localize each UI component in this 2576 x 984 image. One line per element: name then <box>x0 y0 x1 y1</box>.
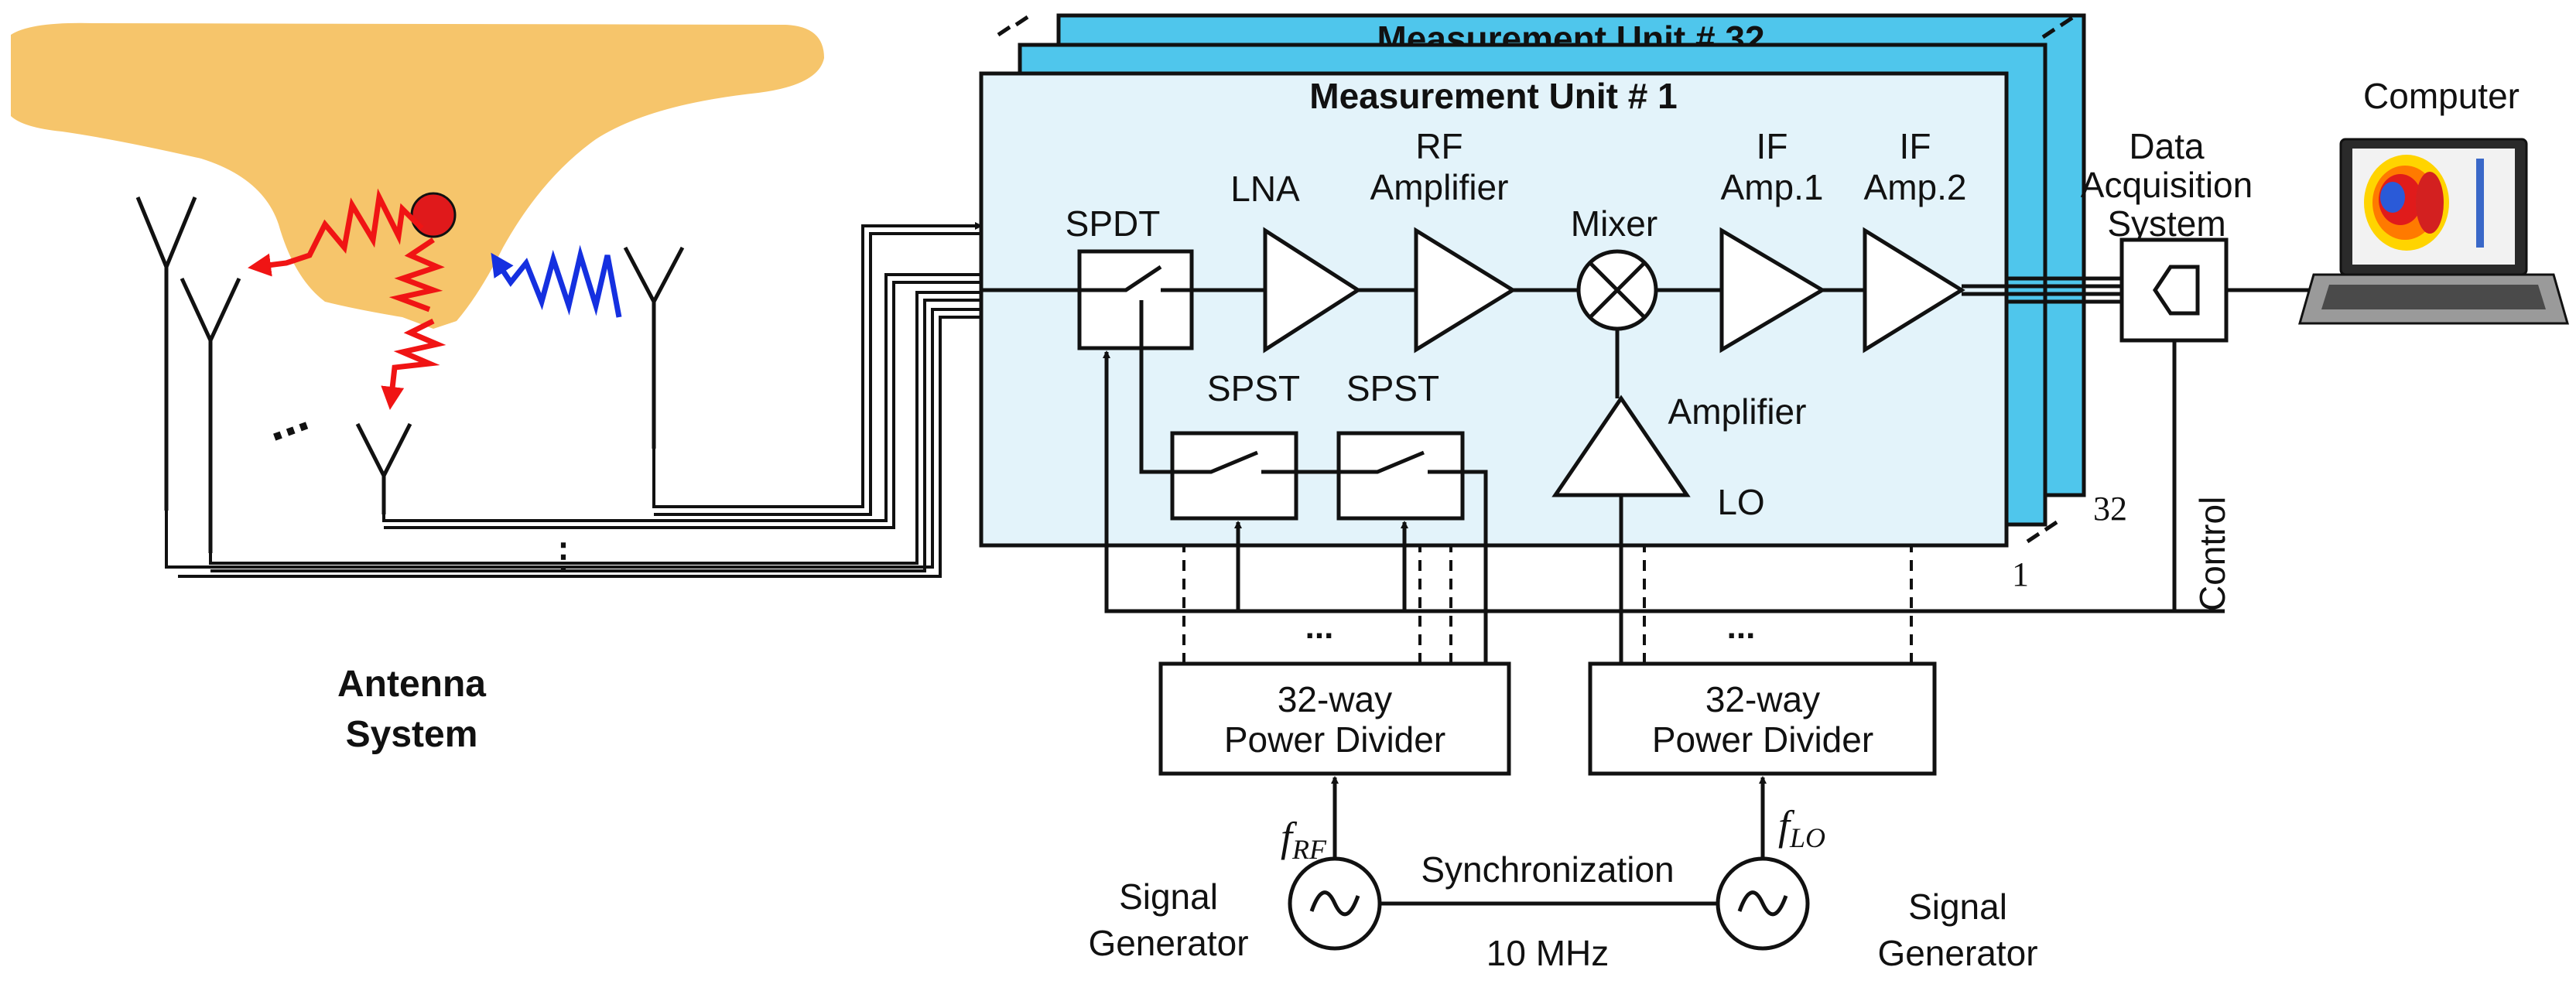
spdt-label: SPDT <box>1066 203 1161 244</box>
daq-label-1: Data <box>2129 126 2205 166</box>
f-lo-label: fLO <box>1778 802 1825 853</box>
scatter-wave-down <box>381 318 446 410</box>
mixer-icon <box>1576 249 1658 331</box>
lo-signal-generator: fLO Signal Generator <box>1716 802 2038 973</box>
antenna-system-label-2: System <box>346 714 478 755</box>
measurement-unit-stack: Measurement Unit # 32 Measurement Unit #… <box>979 13 2127 593</box>
spst-switch-icon <box>1170 431 1298 521</box>
lo-divider-ellipsis: ... <box>1727 608 1756 646</box>
spdt-switch-icon <box>1077 249 1194 350</box>
rf-generator-label-1: Signal <box>1119 876 1218 917</box>
rf-amp-label-2: Amplifier <box>1370 167 1509 207</box>
feed-ellipsis: ⋮ <box>546 536 581 576</box>
daq-label-3: System <box>2107 203 2225 244</box>
if-amp2-label-1: IF <box>1900 126 1931 166</box>
lo-generator-label-1: Signal <box>1908 887 2007 927</box>
computer-label: Computer <box>2363 76 2520 116</box>
computer: Computer <box>2298 76 2569 325</box>
rf-signal-generator: fRF Signal Generator <box>1088 814 1382 963</box>
lna-amplifier-icon <box>1263 227 1362 354</box>
if-amp1-label-2: Amp.1 <box>1721 167 1824 207</box>
incident-wave <box>491 244 622 318</box>
lo-divider-label-2: Power Divider <box>1652 719 1873 760</box>
if-amp1-icon <box>1719 227 1826 354</box>
stack-count-32: 32 <box>2093 490 2127 528</box>
control-label: Control <box>2192 497 2232 611</box>
scatter-wave-left <box>248 188 424 277</box>
antenna-icon <box>355 422 412 514</box>
rf-divider-ellipsis: ... <box>1305 608 1334 646</box>
rf-amp-label-1: RF <box>1415 126 1462 166</box>
lo-power-divider: 32-way Power Divider ... <box>1588 545 1937 776</box>
lo-amplifier-label: Amplifier <box>1668 391 1807 432</box>
spst-switch-icon <box>1336 431 1465 521</box>
ref-clock-label: 10 MHz <box>1486 933 1609 973</box>
lo-label: LO <box>1717 482 1764 522</box>
daq-box <box>2119 237 2229 343</box>
synchronization-label: Synchronization <box>1421 849 1674 890</box>
lo-divider-label-1: 32-way <box>1705 679 1820 719</box>
rf-amplifier-icon <box>1414 227 1517 354</box>
daq-label-2: Acquisition <box>2081 165 2253 205</box>
stack-count-1: 1 <box>2012 555 2029 593</box>
spst-label-2: SPST <box>1346 368 1439 408</box>
rf-divider-label-1: 32-way <box>1278 679 1392 719</box>
if-amp2-icon <box>1863 227 1965 354</box>
rf-generator-label-2: Generator <box>1088 923 1248 963</box>
tissue-shape <box>11 22 824 329</box>
rf-power-divider: 32-way Power Divider ... <box>1158 545 1511 776</box>
if-amp2-label-2: Amp.2 <box>1864 167 1967 207</box>
lo-generator-label-2: Generator <box>1877 933 2037 973</box>
antenna-system: ... ⋮ Antenna System <box>11 22 983 755</box>
antenna-icon <box>135 196 197 511</box>
antenna-system-label-1: Antenna <box>337 664 486 705</box>
antenna-icon <box>180 277 241 553</box>
if-amp1-label-1: IF <box>1757 126 1788 166</box>
adc-icon <box>2152 265 2200 316</box>
spst-label-1: SPST <box>1207 368 1300 408</box>
mixer-label: Mixer <box>1571 203 1657 244</box>
data-acquisition-system: Data Acquisition System <box>2081 126 2329 343</box>
laptop-icon <box>2298 138 2569 325</box>
rf-divider-label-2: Power Divider <box>1224 719 1445 760</box>
target-circle <box>410 192 457 238</box>
scatter-wave-inner <box>388 237 445 313</box>
antenna-ellipsis: ... <box>257 385 315 452</box>
f-rf-label: fRF <box>1281 814 1327 865</box>
antenna-icon <box>623 246 685 449</box>
unit-front-title: Measurement Unit # 1 <box>1309 76 1677 116</box>
lna-label: LNA <box>1230 169 1300 209</box>
